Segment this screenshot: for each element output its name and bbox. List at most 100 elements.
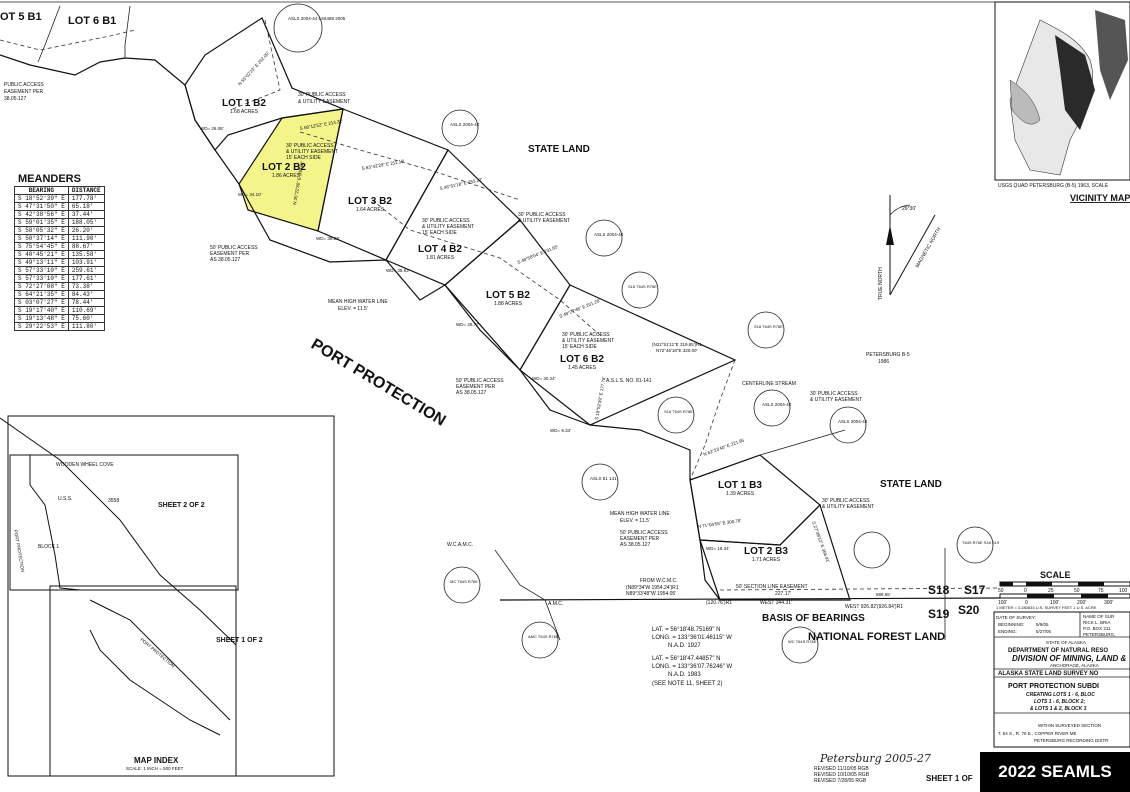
- index-block1-outline: [29, 455, 81, 591]
- lot-1-b3-label: LOT 1 B3: [718, 480, 762, 491]
- magnetic-north-label: MAGNETIC NORTH: [915, 226, 943, 269]
- easement-centerline: [371, 199, 601, 336]
- scale-ft-2: 100': [1050, 600, 1059, 606]
- mhwl-2-label: MEAN HIGH WATER LINE: [610, 511, 670, 517]
- note-11: (SEE NOTE 11, SHEET 2): [652, 681, 722, 687]
- easement-c: 30' PUBLIC ACCESS: [422, 218, 470, 224]
- tb-dept: DEPARTMENT OF NATURAL RESO: [1008, 648, 1108, 654]
- monument-5: [747, 311, 785, 349]
- easement-e2: & UTILITY EASEMENT: [562, 338, 614, 344]
- monument-6-label: S18 T64S R76E: [664, 409, 693, 414]
- monument-12-label: AMC T64S R76E: [528, 634, 559, 639]
- monument-9-label: ASLS 2004-44: [838, 419, 868, 424]
- meander-distance: 103.91': [67, 258, 105, 267]
- bearing-8: N72°46'18"E 320.00': [656, 348, 698, 353]
- easement-a: 30' PUBLIC ACCESS: [298, 92, 346, 98]
- easement-b2: & UTILITY EASEMENT: [286, 149, 338, 155]
- long-1: LONG. = 133°36'01.46115" W: [652, 635, 732, 641]
- bearing-7: (N22°51'11"E 319.85')R1: [652, 342, 702, 347]
- scale-bar-seg-2: [1026, 582, 1052, 586]
- monument-12: [443, 566, 481, 604]
- tb-subdiv: PORT PROTECTION SUBDI: [1008, 683, 1099, 690]
- meander-distance: 177.61': [67, 274, 105, 283]
- pa50-a: 50' PUBLIC ACCESS: [210, 245, 258, 251]
- pa50-a3: AS 38.05.127: [210, 257, 241, 263]
- lot-line-6: [124, 5, 131, 58]
- index-block2-outline: [89, 599, 231, 721]
- meander-bearing: S 58°05'32" E: [14, 226, 69, 235]
- meander-bearing: S 40°45'21" E: [14, 250, 69, 259]
- meanders-header-bearing: BEARING: [14, 186, 69, 195]
- index-port-protection-a: PORT PROTECTION: [13, 529, 25, 572]
- meander-bearing: S 49°13'11" E: [14, 258, 69, 267]
- meander-distance: 135.58': [67, 250, 105, 259]
- s18-label: S18: [928, 583, 950, 597]
- lot-1-b2-label: LOT 1 B2: [222, 98, 266, 109]
- lot-5-b2-label: LOT 5 B2: [486, 290, 530, 301]
- basis-of-bearings-label: BASIS OF BEARINGS: [762, 613, 865, 624]
- index-block3-outline: [89, 629, 221, 736]
- scale-bar-meters: [999, 581, 1130, 587]
- meander-bearing: S 57°33'10" E: [14, 266, 69, 275]
- declination-arc: [889, 204, 911, 216]
- tb-ending: ENDING:: [998, 629, 1017, 634]
- easement-e3: 15' EACH SIDE: [562, 344, 598, 350]
- nad-2: N.A.D. 1983: [668, 672, 701, 678]
- meander-bearing: S 18°52'39" E: [14, 194, 69, 203]
- amc-label: A.M.C.: [548, 601, 563, 607]
- easement-e: 30' PUBLIC ACCESS: [562, 332, 610, 338]
- tb-twp: T. 64 S., R. 76 E., COPPER RIVER ME: [998, 731, 1077, 736]
- lot-2-b2-label: LOT 2 B2: [262, 162, 306, 173]
- meander-bearing: S 72°27'08" E: [14, 282, 69, 291]
- lot-2-b2-area: 1.86 ACRES: [272, 173, 301, 179]
- dist-120: (120.76')R1: [706, 600, 732, 606]
- monument-3-label: ASLS 2004-44: [594, 232, 624, 237]
- revision-1: REVISED 11/10/05 RGB: [814, 766, 869, 772]
- monument-3: [585, 219, 623, 257]
- meander-bearing: S 75°54'45" E: [14, 242, 69, 251]
- pa50-c3: AS 38.05.127: [620, 542, 651, 548]
- monument-5-label: S18 T64S R76E: [754, 324, 783, 329]
- map-index: [7, 415, 335, 777]
- from-wcmc-r2: N89°33'48"W 1954.05': [626, 591, 676, 597]
- easement-centerline-2: [299, 131, 521, 201]
- tb-date-survey: DATE OF SURVEY:: [996, 615, 1036, 620]
- easement-a2: & UTILITY EASEMENT: [298, 99, 350, 105]
- wd-1: WD= 34.10': [238, 192, 262, 197]
- title-block-frame: [993, 611, 1130, 748]
- shoreline-b3: [589, 424, 721, 601]
- lot-6-b1-label: LOT 6 B1: [68, 15, 116, 27]
- pa30-f: 30' PUBLIC ACCESS: [810, 391, 858, 397]
- section-line-easement: [719, 587, 1001, 591]
- tb-division: DIVISION OF MINING, LAND &: [1012, 654, 1126, 663]
- declination-label: 26°30': [902, 206, 916, 212]
- meander-distance: 88.67': [67, 242, 105, 251]
- meander-bearing: S 42°38'56" E: [14, 210, 69, 219]
- meander-distance: 75.60': [67, 314, 105, 323]
- petersburg-quad-year: 1986: [878, 359, 889, 365]
- meander-distance: 111.80': [67, 322, 105, 331]
- monument-4-label: S18 T64S R76E: [628, 284, 657, 289]
- tb-name-of-sur: NAME OF SUR: [1083, 614, 1115, 619]
- meander-distance: 111.90': [67, 234, 105, 243]
- monument-10-label: T64S R76E S18 S19: [962, 540, 1000, 545]
- tb-beginning: BEGINNING:: [998, 622, 1025, 627]
- map-index-title: MAP INDEX: [134, 756, 179, 765]
- monuments: [273, 3, 994, 664]
- pa50-b: 50' PUBLIC ACCESS: [456, 378, 504, 384]
- monument-11-label: MC T64S R76E: [450, 579, 478, 584]
- mhwl-1-elev: ELEV. = 11.5': [338, 306, 368, 312]
- meter-note: 1 METER = 3.280833 U.S. SURVEY FEET 1 U.…: [996, 605, 1097, 610]
- tb-petersburg: PETERSBURG,: [1083, 632, 1115, 637]
- mhwl-2-elev: ELEV. = 11.5': [620, 518, 650, 524]
- meander-distance: 177.78': [67, 194, 105, 203]
